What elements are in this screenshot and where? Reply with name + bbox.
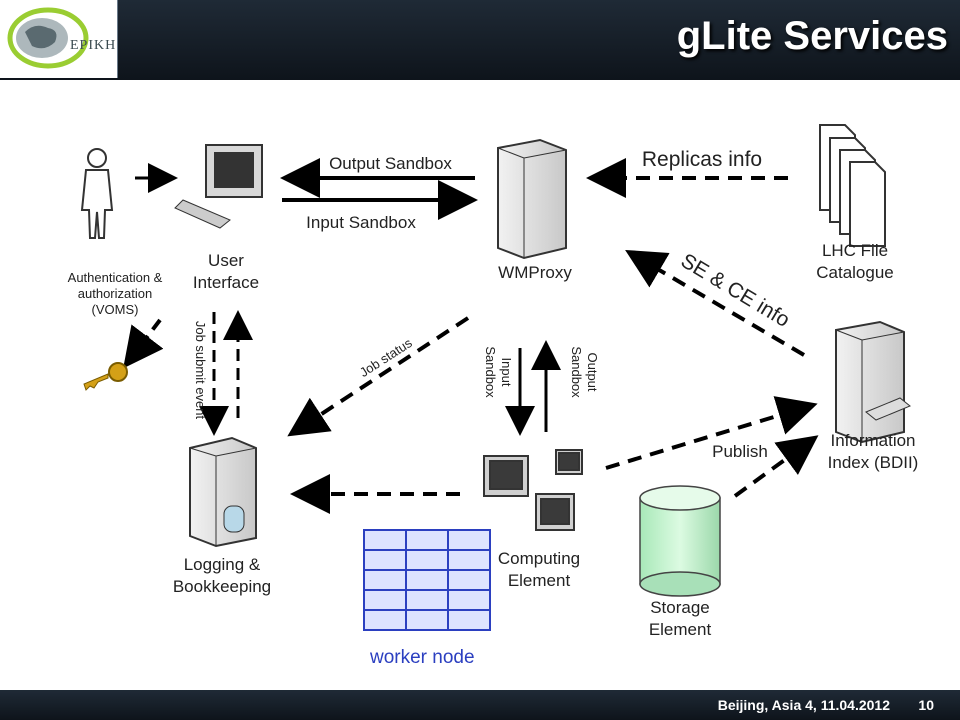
key-icon (83, 362, 128, 391)
user-person-icon (80, 148, 114, 239)
worker-node-label: worker node (370, 647, 475, 668)
job-submit-event-label: Job submit event (193, 320, 208, 420)
computing-element-computers-icon (483, 449, 583, 531)
publish-label: Publish (712, 442, 768, 461)
globe-logo-icon (7, 7, 89, 69)
logging-bookkeeping-label: Logging & Bookkeeping (172, 555, 272, 596)
information-index-label: Information Index (BDII) (827, 431, 919, 472)
file-catalogue-documents-icon (819, 124, 886, 247)
output-sandbox-label: Output Sandbox (329, 154, 452, 173)
epikh-logo: EPIKH (0, 0, 118, 78)
glite-diagram (80, 124, 911, 631)
storage-element-cylinder-icon (639, 485, 721, 597)
information-index-server-icon (835, 320, 911, 444)
wmproxy-server-icon (497, 138, 567, 260)
footer-location-date: Beijing, Asia 4, 11.04.2012 (717, 697, 890, 713)
page-title: gLite Services (676, 14, 948, 58)
authentication-label: Authentication & authorization (VOMS) (67, 270, 163, 317)
input-sandbox-label: Input Sandbox (306, 213, 416, 232)
replicas-info-label: Replicas info (641, 148, 763, 171)
logo-text: EPIKH (70, 38, 117, 53)
output-sandbox-vertical-label: Output Sandbox (569, 346, 600, 398)
computing-element-label: Computing Element (497, 549, 581, 590)
page-number: 10 (918, 697, 934, 713)
logging-bookkeeping-server-icon (189, 436, 257, 548)
wmproxy-label: WMProxy (498, 263, 572, 282)
header-bar (0, 0, 960, 80)
lhc-file-catalogue-label: LHC File Catalogue (816, 241, 894, 282)
user-interface-label: User Interface (192, 251, 260, 292)
worker-node-racks-icon (363, 529, 491, 631)
footer-bar (0, 690, 960, 720)
storage-element-label: Storage Element (648, 598, 712, 639)
user-interface-computer-icon (174, 144, 263, 229)
input-sandbox-vertical-label: Input Sandbox (483, 346, 514, 398)
